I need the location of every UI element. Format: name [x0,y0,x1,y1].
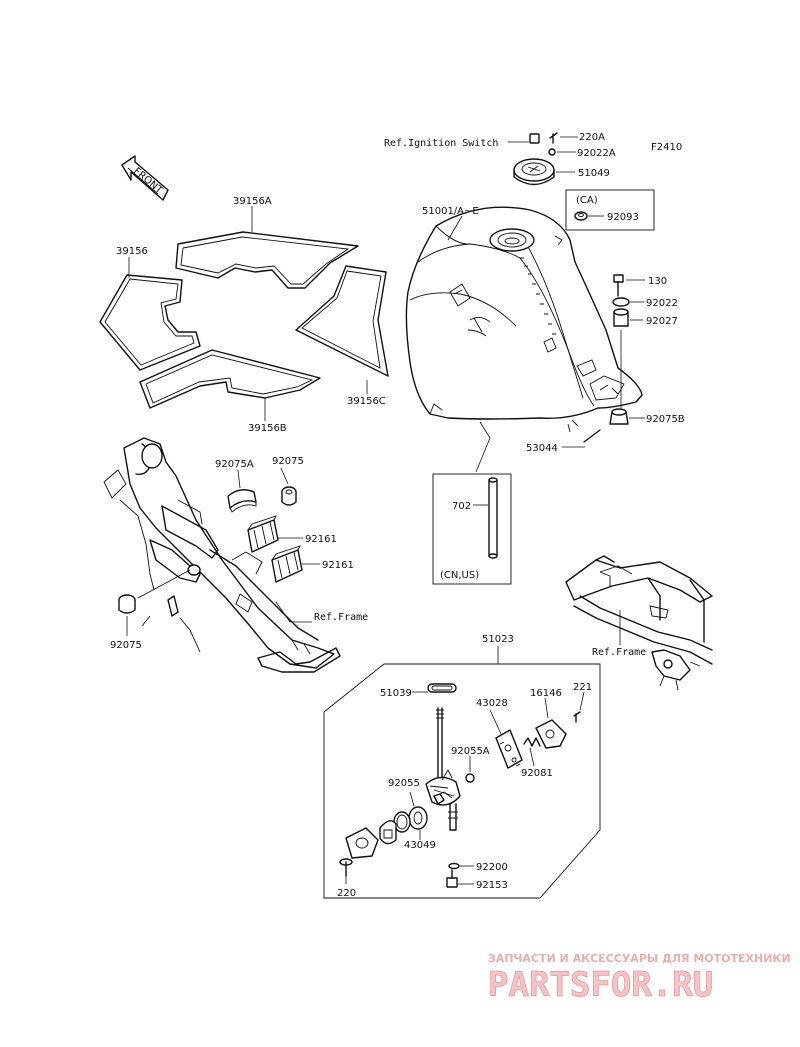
label-220: 220 [337,888,356,899]
fuel-cap-51049 [513,158,555,186]
label-43049: 43049 [404,840,436,851]
label-702: 702 [452,501,471,512]
label-92093: 92093 [607,212,639,223]
watermark-tagline: ЗАПЧАСТИ И АКСЕССУАРЫ ДЛЯ МОТОТЕХНИКИ [488,952,791,965]
label-92022A: 92022A [577,148,616,159]
bolt-92153 [446,869,458,888]
label-221: 221 [573,682,592,693]
frame-left [103,437,341,673]
diaphragm-43049 [408,806,428,830]
label-92027: 92027 [646,316,678,327]
front-arrow-icon: FRONT [121,155,169,201]
label-ref-frame-left: Ref.Frame [314,612,368,623]
bolt-220A [529,132,558,144]
label-92075-top: 92075 [272,456,304,467]
label-51049: 51049 [578,168,610,179]
damper-92075A [227,489,257,513]
label-39156A: 39156A [233,196,272,207]
fuel-tank-51001 [405,206,643,433]
bolt-130 [613,274,624,297]
rod-53044 [583,429,601,443]
fuel-cock-assembly-box [323,663,601,899]
label-39156C: 39156C [347,396,386,407]
label-51001: 51001/A~E [422,206,479,217]
gasket-cover [379,820,397,845]
label-92161-b: 92161 [322,560,354,571]
label-92081: 92081 [521,768,553,779]
washer-92200 [448,862,460,870]
clamp-92161-b [271,545,303,583]
lever-43028 [495,729,523,769]
washer-92022 [612,297,630,307]
label-92161-a: 92161 [305,534,337,545]
label-92022: 92022 [646,298,678,309]
fuel-cock-body [425,707,461,831]
oring-51039 [427,683,457,693]
label-92200: 92200 [476,862,508,873]
label-16146: 16146 [530,688,562,699]
label-ref-frame-right: Ref.Frame [592,647,646,658]
label-43028: 43028 [476,698,508,709]
label-130: 130 [648,276,667,287]
damper-92075-top [281,486,297,506]
nut-92093 [574,211,588,221]
label-92075A: 92075A [215,459,254,470]
label-cnus: (CN,US) [440,570,479,581]
plate-16146 [535,719,567,749]
label-51039: 51039 [380,688,412,699]
cnus-variant-box [432,473,512,585]
watermark-brand: PARTSFOR.RU [488,965,713,1005]
mat-39156 [99,274,201,371]
label-92055A: 92055A [451,746,490,757]
damper-92075B [609,408,629,425]
label-39156B: 39156B [248,423,287,434]
label-51023: 51023 [482,634,514,645]
damper-92075-bottom [118,594,136,614]
label-220A: 220A [579,132,605,143]
mat-39156A [175,231,359,289]
washer-92022A [548,148,556,156]
cover-plate [345,827,379,859]
oring-92055A [465,773,475,783]
hose-702 [488,477,498,559]
mat-39156C [295,265,389,377]
screw-220 [339,858,353,877]
ca-variant-box [565,189,655,231]
label-92153: 92153 [476,880,508,891]
mat-39156B [139,349,321,409]
screw-221 [573,711,581,723]
diagram-code: F2410 [651,142,682,153]
label-ref-ignition-switch: Ref.Ignition Switch [384,138,498,149]
collar-92027 [613,308,629,327]
label-92075B: 92075B [646,414,685,425]
label-ca: (CA) [576,195,598,206]
label-53044: 53044 [526,443,558,454]
label-92055: 92055 [388,778,420,789]
front-arrow-label: FRONT [131,166,165,197]
spring-92081 [523,737,541,747]
clamp-92161-a [247,515,279,553]
label-92075-bottom: 92075 [110,640,142,651]
frame-right [565,555,713,691]
label-39156: 39156 [116,246,148,257]
